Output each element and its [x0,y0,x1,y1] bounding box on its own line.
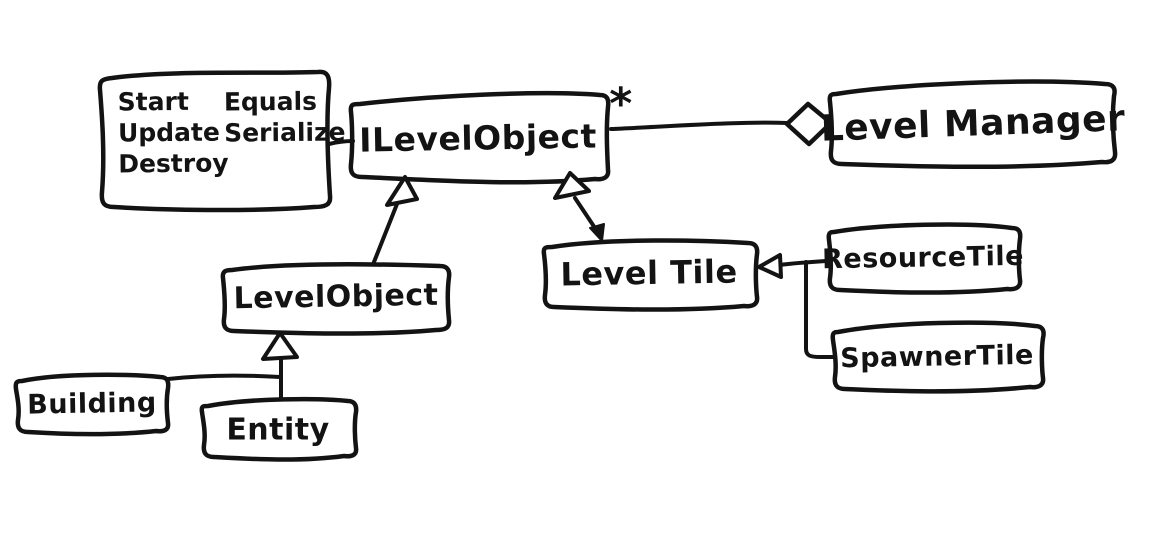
generalization-building-branch [166,373,282,381]
building-box [13,372,171,437]
class-label-spawnertile: SpawnerTile [839,339,1035,375]
class-label-entity: Entity [226,412,330,448]
aggregation-diamond [784,101,834,147]
method-name: Update [117,117,220,148]
method-name: Serialize [224,117,346,148]
hollow-triangle-arrowhead [553,171,591,200]
generalization-leveltile-to-ilevelobject [553,171,605,242]
solid-arrowhead [589,223,605,242]
resourcetile-box [826,222,1023,295]
entity-box [199,396,359,462]
hollow-triangle-arrowhead [757,253,783,279]
interface-note-column-1: Start Update Destroy [118,86,229,180]
generalization-resourcetile-to-leveltile [757,253,828,279]
spawnertile-box [830,320,1046,394]
hollow-triangle-arrowhead [261,331,299,361]
class-label-ilevelobject: ILevelObject [358,116,598,160]
leveltile-box [541,238,760,312]
method-name: Equals [223,86,318,117]
generalization-entity-to-levelobject [261,331,299,401]
class-label-levelobject: LevelObject [233,277,439,317]
class-label-resourcetile: ResourceTile [821,240,1025,276]
aggregation-edge [609,101,834,147]
class-label-building: Building [27,387,157,421]
generalization-levelobject-to-ilevelobject [372,175,419,264]
generalization-spawnertile-branch [804,260,835,359]
interface-note-box [97,69,333,213]
interface-note-column-2: Equals Serialize [224,85,346,148]
method-name: Start [117,86,189,117]
levelmanager-box [827,79,1118,170]
method-name: Destroy [118,148,229,179]
note-attachment-line [327,139,355,146]
levelobject-box [220,261,452,336]
hollow-triangle-arrowhead [385,175,419,207]
aggregation-multiplicity-star: * [609,78,633,130]
class-label-leveltile: Level Tile [560,252,738,294]
